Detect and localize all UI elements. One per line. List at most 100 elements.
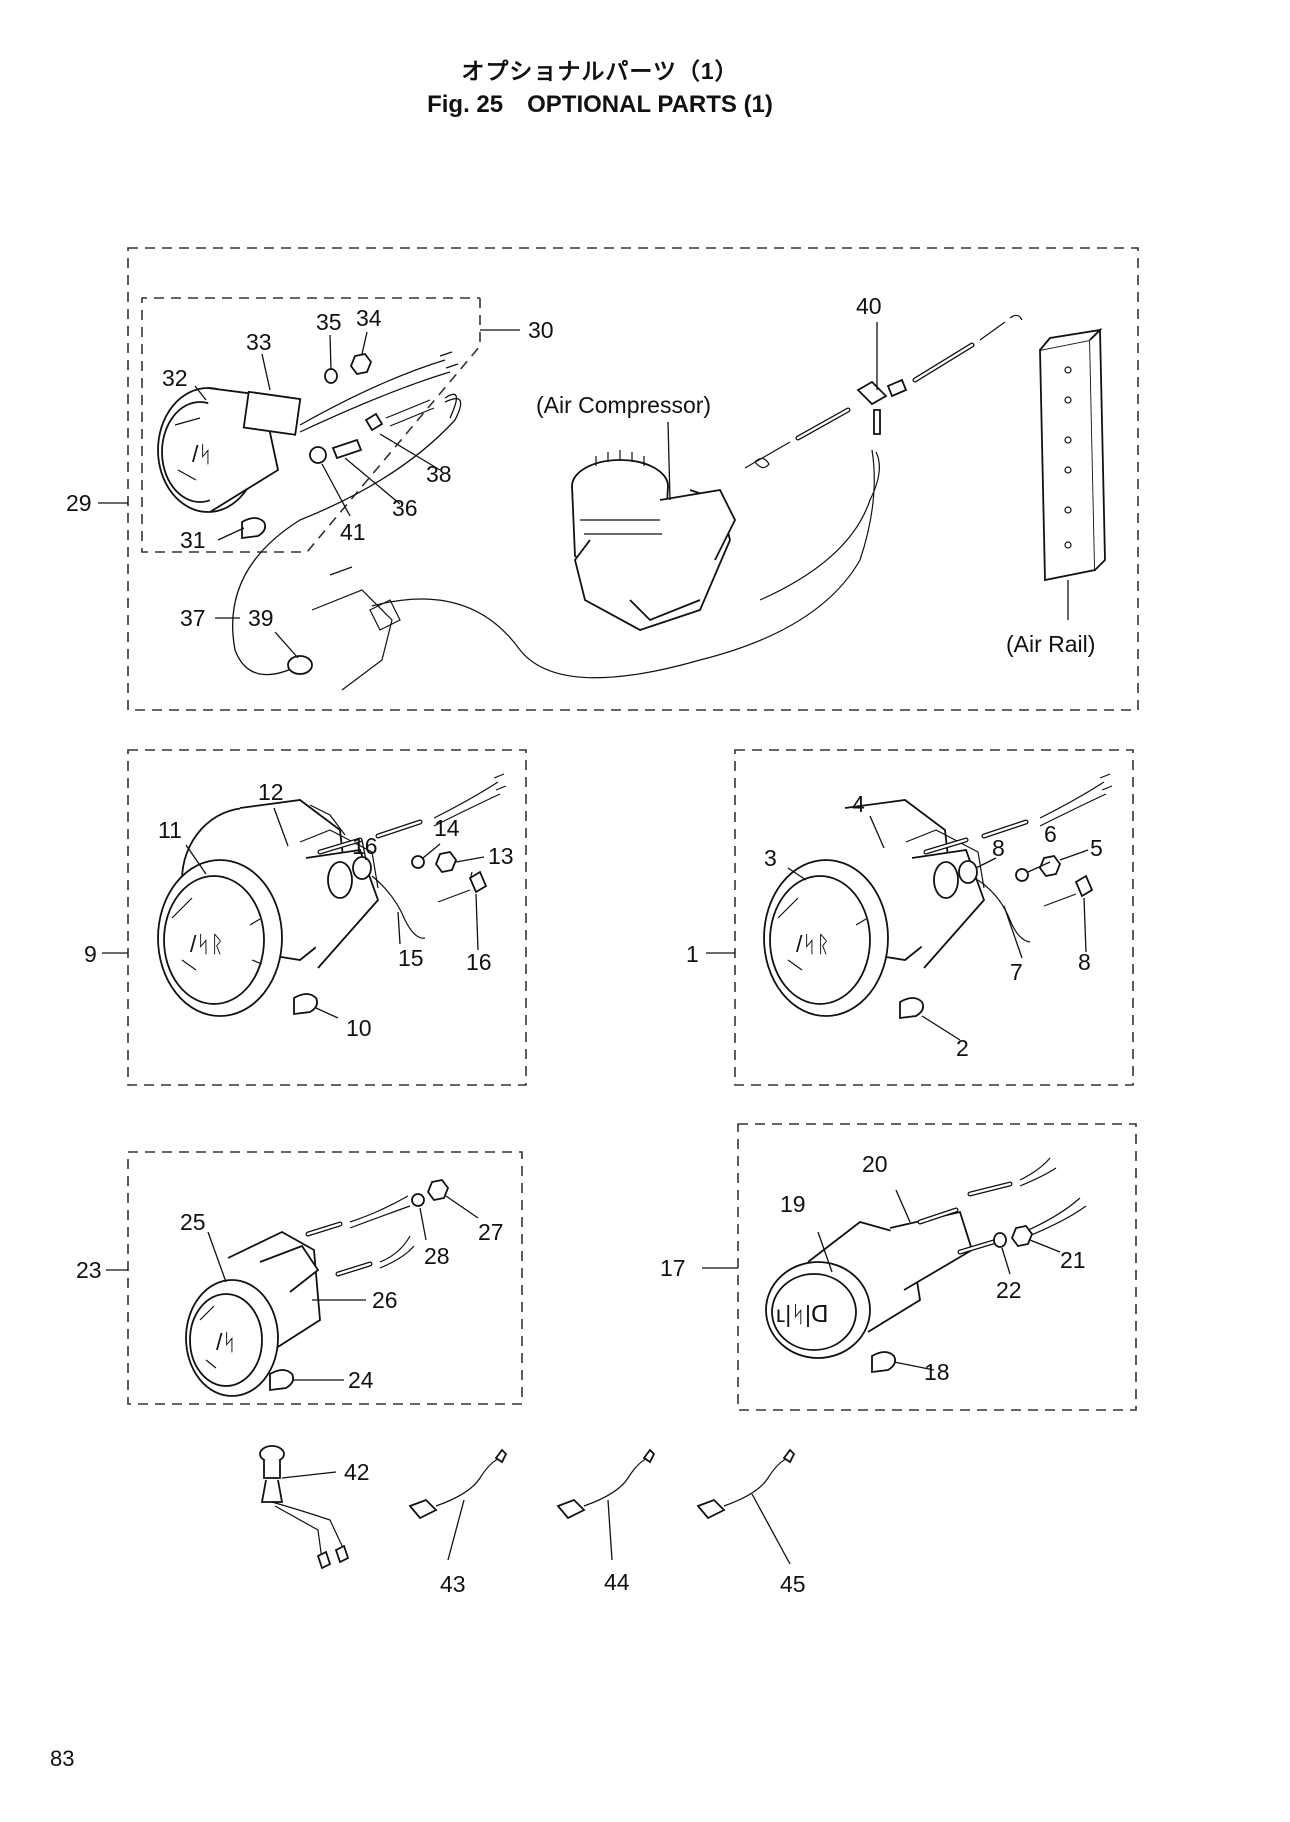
callout-22: 22 xyxy=(996,1277,1022,1303)
callout-25: 25 xyxy=(180,1209,206,1235)
callout-16a: 16 xyxy=(352,833,378,859)
fitting-38 xyxy=(364,399,435,432)
gauge-19: ʟ|ᛋ|ᗡ xyxy=(765,1210,974,1359)
leaders-1 xyxy=(706,815,1089,1041)
gauge-25: /ᛋ xyxy=(185,1230,321,1397)
callout-1: 1 xyxy=(686,941,699,967)
caption-air-compressor: (Air Compressor) xyxy=(536,392,711,418)
sensor-45 xyxy=(696,1448,796,1520)
connector-39 xyxy=(287,449,875,691)
hose-set xyxy=(744,314,1023,469)
washer-22 xyxy=(993,1232,1007,1248)
tee-40 xyxy=(856,378,908,435)
assembly-9-box xyxy=(127,749,527,1086)
bulb-10 xyxy=(293,993,319,1016)
wire-harness-12 xyxy=(317,773,507,855)
bulb-31 xyxy=(241,517,267,540)
leaders-loose xyxy=(281,1471,791,1565)
callout-37: 37 xyxy=(180,605,206,631)
bulb-24 xyxy=(269,1369,295,1392)
bulb-2 xyxy=(899,997,925,1020)
callout-10: 10 xyxy=(346,1015,372,1041)
callout-39: 39 xyxy=(248,605,274,631)
callout-8b: 8 xyxy=(1078,949,1091,975)
callout-42: 42 xyxy=(344,1459,370,1485)
washer-14 xyxy=(411,855,425,869)
callout-40: 40 xyxy=(856,293,882,319)
sensor-44 xyxy=(556,1448,656,1520)
leaders-9 xyxy=(102,807,485,1019)
callout-14: 14 xyxy=(434,815,460,841)
callout-43: 43 xyxy=(440,1571,466,1597)
callout-13: 13 xyxy=(488,843,514,869)
callout-38: 38 xyxy=(426,461,452,487)
nut-34 xyxy=(349,353,373,375)
callout-27: 27 xyxy=(478,1219,504,1245)
washer-35 xyxy=(324,368,338,384)
gauge-25-face-mark: /ᛋ xyxy=(216,1329,236,1355)
callout-7: 7 xyxy=(1010,959,1023,985)
leaders-29 xyxy=(98,322,878,659)
callout-20: 20 xyxy=(862,1151,888,1177)
page-number: 83 xyxy=(50,1746,75,1771)
callout-6: 6 xyxy=(1044,821,1057,847)
callout-9: 9 xyxy=(84,941,97,967)
nut-5 xyxy=(1038,855,1062,877)
bulb-18 xyxy=(871,1351,897,1374)
callout-41: 41 xyxy=(340,519,366,545)
callout-23: 23 xyxy=(76,1257,102,1283)
callout-30: 30 xyxy=(528,317,554,343)
gauge-1-face: /ᛋᚱ xyxy=(796,931,830,957)
switch-42 xyxy=(259,1445,350,1570)
assembly-1-box xyxy=(734,749,1134,1086)
callout-45: 45 xyxy=(780,1571,806,1597)
leaders-17 xyxy=(702,1189,1061,1371)
callout-31: 31 xyxy=(180,527,206,553)
callout-12: 12 xyxy=(258,779,284,805)
callout-17: 17 xyxy=(660,1255,686,1281)
callout-19: 19 xyxy=(780,1191,806,1217)
nut-27 xyxy=(426,1179,450,1201)
callout-33: 33 xyxy=(246,329,272,355)
air-rail xyxy=(1039,327,1106,582)
air-compressor xyxy=(571,450,737,631)
callout-24: 24 xyxy=(348,1367,374,1393)
fitting-8a xyxy=(958,860,1031,943)
caption-air-rail: (Air Rail) xyxy=(1006,631,1095,657)
callout-32: 32 xyxy=(162,365,188,391)
wire-harness-4 xyxy=(923,773,1113,855)
fitting-16a xyxy=(352,856,426,939)
callout-11: 11 xyxy=(158,817,182,843)
callout-21: 21 xyxy=(1060,1247,1086,1273)
assembly-29-box xyxy=(127,247,1139,711)
assembly-17-box xyxy=(737,1123,1137,1411)
fitting-16b xyxy=(437,870,488,903)
washer-41 xyxy=(309,446,327,464)
callout-34: 34 xyxy=(356,305,382,331)
harness-26 xyxy=(305,1195,415,1277)
callout-4: 4 xyxy=(852,791,865,817)
clamp-40a xyxy=(754,457,770,469)
callout-28: 28 xyxy=(424,1243,450,1269)
page-title-japanese: オプショナルパーツ（1） xyxy=(461,58,739,84)
callout-5: 5 xyxy=(1090,835,1103,861)
nut-13 xyxy=(434,851,458,873)
callout-16b: 16 xyxy=(466,949,492,975)
leaders-23 xyxy=(106,1195,479,1381)
nut-21 xyxy=(1010,1225,1034,1247)
callout-36: 36 xyxy=(392,495,418,521)
gauge-32-face-mark: /ᛋ xyxy=(192,441,212,467)
callout-2: 2 xyxy=(956,1035,969,1061)
washer-28 xyxy=(411,1193,425,1207)
gauge-17-face: ʟ|ᛋ|ᗡ xyxy=(776,1301,829,1327)
assembly-23-box xyxy=(127,1151,523,1405)
callout-29: 29 xyxy=(66,490,92,516)
callout-8a: 8 xyxy=(992,835,1005,861)
callout-35: 35 xyxy=(316,309,342,335)
gauge-11: /ᛋᚱ xyxy=(157,799,380,1017)
bolt-36 xyxy=(331,438,363,460)
gauge-32: /ᛋ xyxy=(157,351,459,513)
callout-3: 3 xyxy=(764,845,777,871)
callout-15: 15 xyxy=(398,945,424,971)
